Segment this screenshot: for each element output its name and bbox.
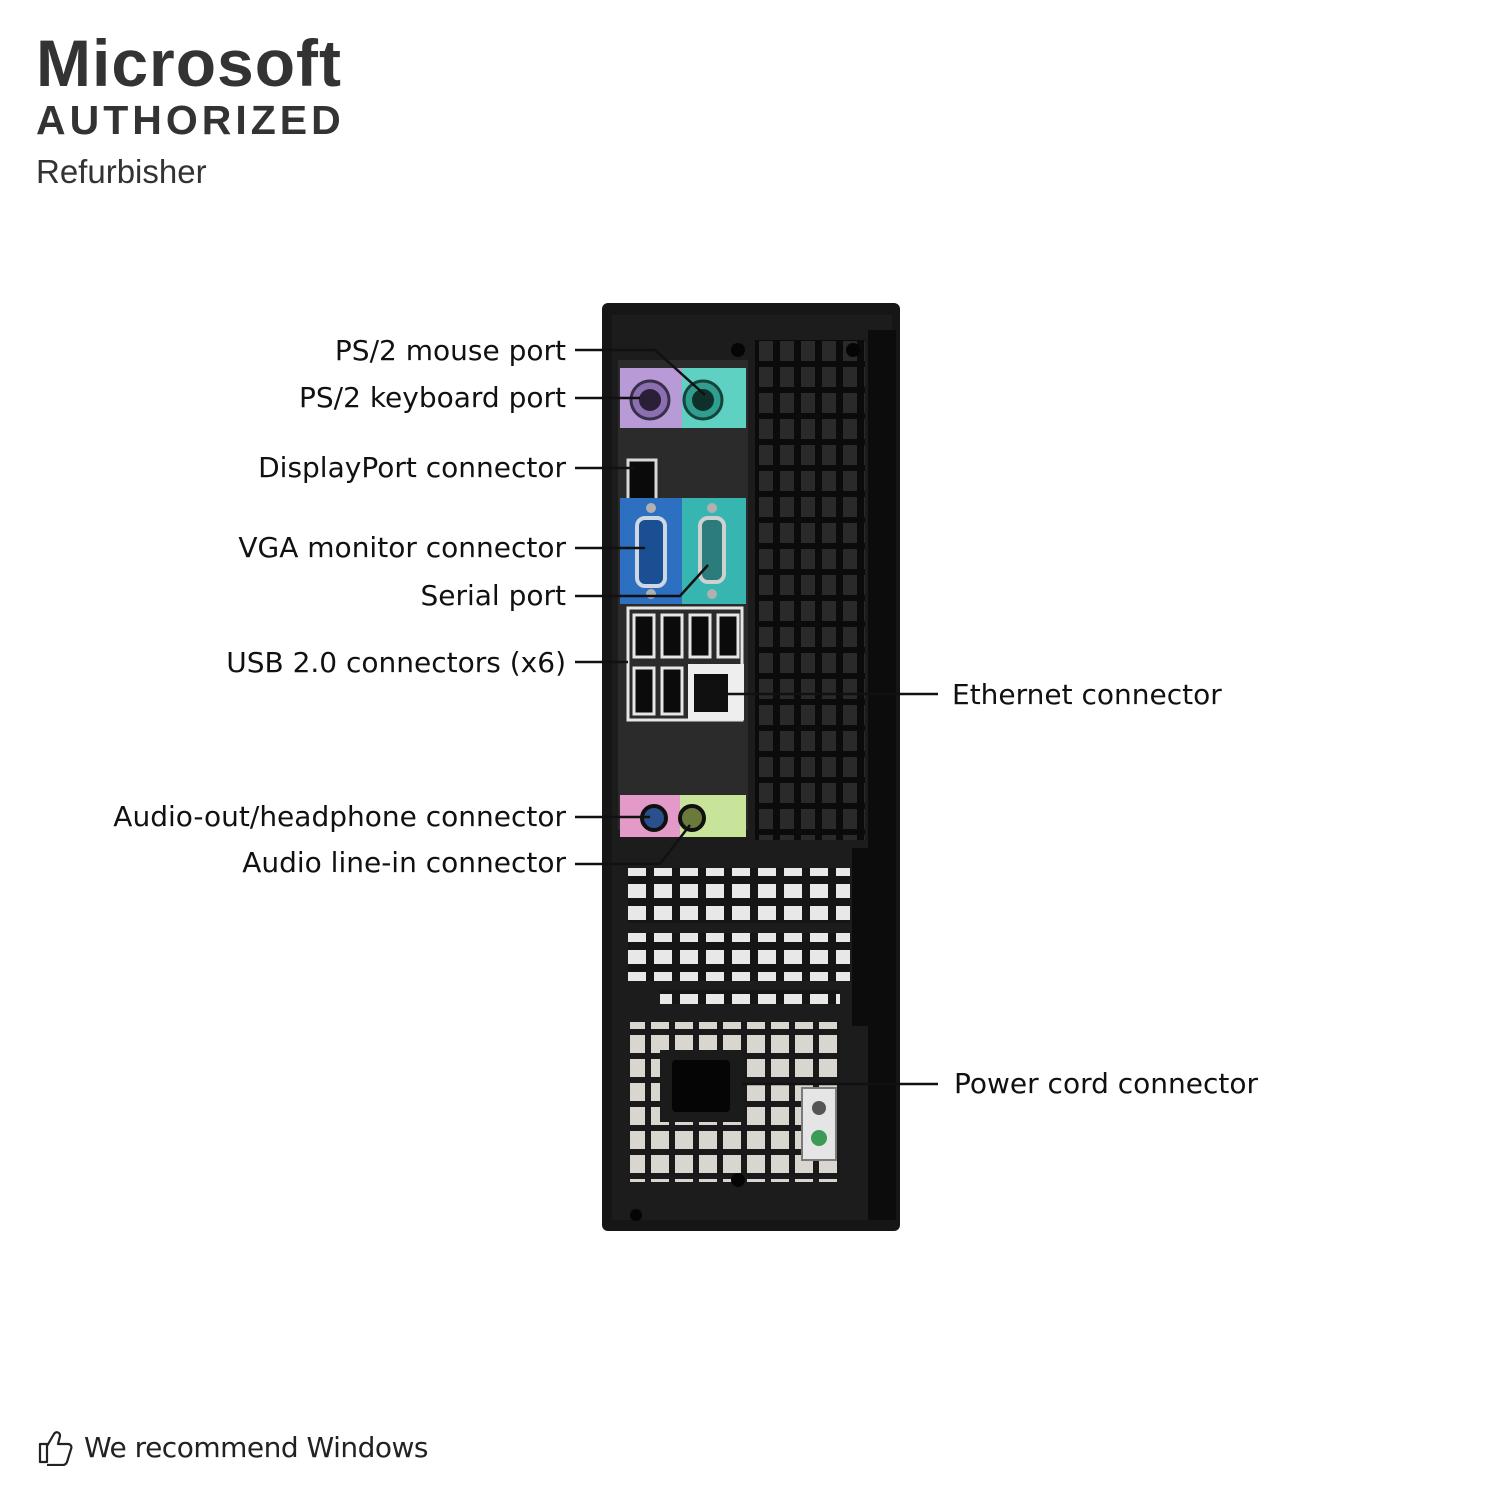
- label-ps2-keyboard-port: PS/2 keyboard port: [299, 381, 566, 414]
- footer-text: We recommend Windows: [84, 1430, 429, 1464]
- label-audio-line-in-connector: Audio line-in connector: [242, 846, 566, 879]
- microsoft-authorized-refurbisher-badge: Microsoft AUTHORIZED Refurbisher: [36, 30, 345, 192]
- expansion-slot-2: [628, 933, 850, 981]
- label-power-cord-connector: Power cord connector: [954, 1067, 1259, 1100]
- psu-test-button: [801, 1087, 837, 1161]
- serial-port: [698, 516, 726, 584]
- thumbs-up-icon: [38, 1431, 73, 1466]
- badge-refurbisher: Refurbisher: [36, 153, 207, 190]
- label-audio-out-connector: Audio-out/headphone connector: [113, 800, 566, 833]
- audio-in-port: [678, 804, 706, 832]
- label-displayport-connector: DisplayPort connector: [258, 451, 566, 484]
- expansion-slot-1: [628, 868, 850, 923]
- usb-ports: [632, 613, 740, 716]
- label-serial-port: Serial port: [420, 579, 566, 612]
- label-usb-connectors: USB 2.0 connectors (x6): [226, 646, 566, 679]
- vga-port: [635, 516, 667, 588]
- displayport-port: [626, 458, 658, 506]
- upper-vent-grille: [755, 340, 865, 840]
- badge-brand: Microsoft: [36, 26, 342, 100]
- badge-authorized: AUTHORIZED: [36, 97, 345, 143]
- label-ps2-mouse-port: PS/2 mouse port: [334, 334, 566, 367]
- label-ethernet-connector: Ethernet connector: [952, 678, 1222, 711]
- callout-lines: [575, 348, 938, 1086]
- label-vga-monitor-connector: VGA monitor connector: [238, 531, 566, 564]
- footer-recommendation: We recommend Windows: [36, 1428, 429, 1466]
